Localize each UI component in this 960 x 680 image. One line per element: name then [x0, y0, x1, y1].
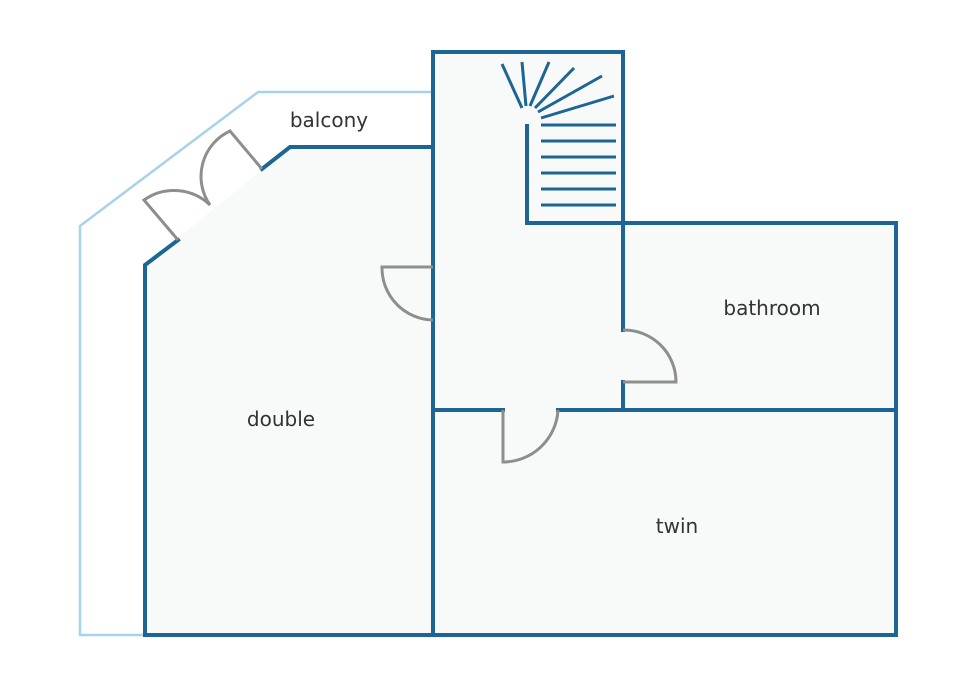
doors	[141, 129, 678, 464]
double-label: double	[247, 407, 315, 431]
door-balcony-left	[141, 189, 212, 241]
stair-tower-wall	[431, 50, 625, 637]
walls	[143, 50, 898, 637]
hall-floor	[433, 52, 623, 410]
bathroom-floor	[623, 223, 896, 410]
door-twin	[501, 409, 560, 464]
balcony-label: balcony	[290, 108, 368, 132]
door-balcony-right	[199, 129, 264, 206]
door-bathroom	[622, 328, 678, 384]
staircase	[500, 61, 616, 207]
twin-label: twin	[656, 514, 698, 538]
double-floor	[145, 147, 433, 635]
stair-inner-wall	[525, 124, 625, 225]
bathroom-outer-wall	[431, 221, 898, 637]
double-top-wall	[259, 145, 435, 172]
door-double-hall	[380, 265, 434, 322]
twin-floor	[433, 410, 896, 635]
balcony-outline	[78, 90, 432, 637]
double-wall	[143, 237, 435, 637]
bathroom-label: bathroom	[723, 296, 820, 320]
